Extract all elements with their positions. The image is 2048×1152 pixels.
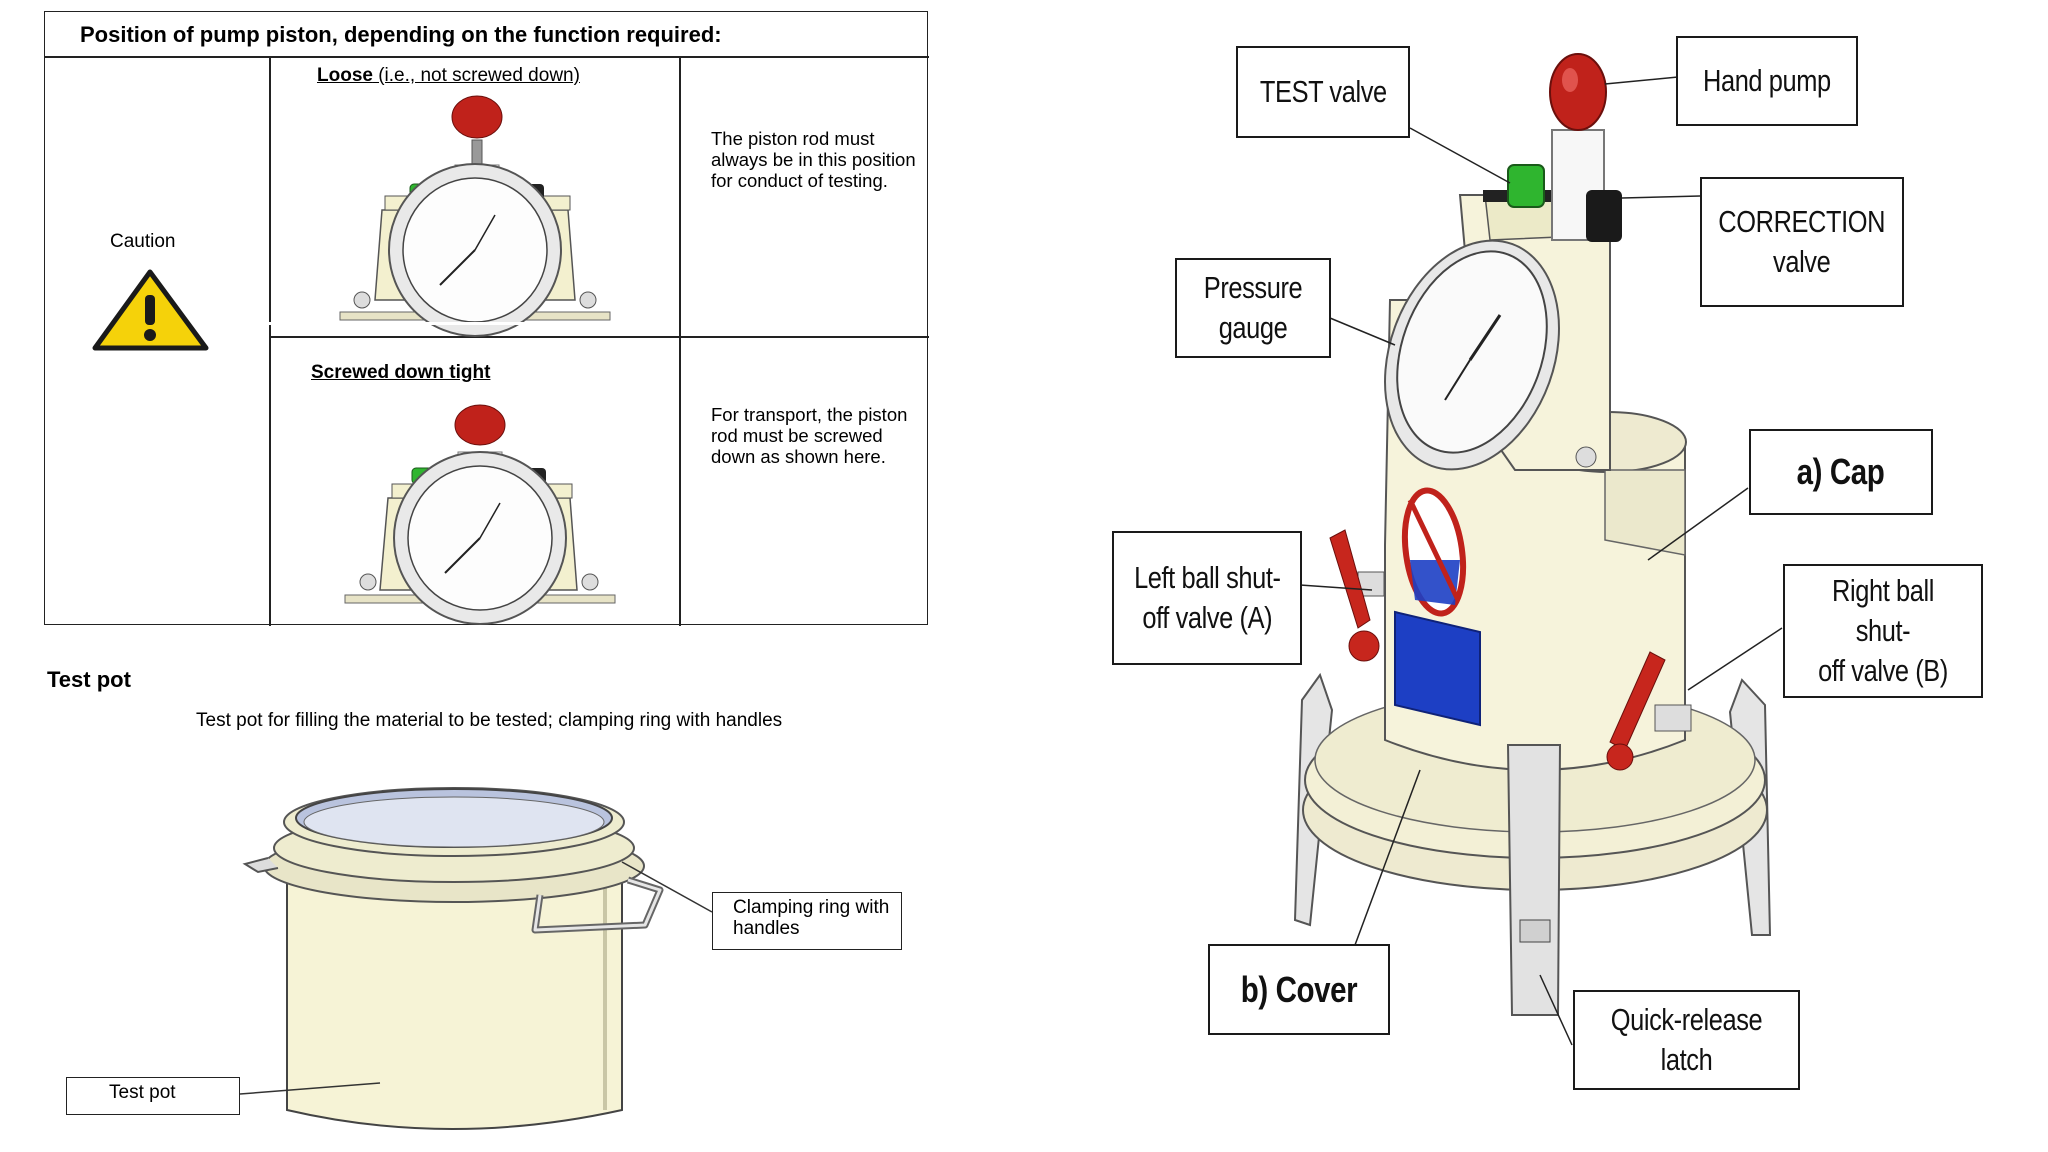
test-pot-label: Test pot	[66, 1077, 240, 1115]
cap-label: a) Cap	[1749, 429, 1933, 515]
left-ball-valve-label: Left ball shut- off valve (A)	[1112, 531, 1302, 665]
row-tight-title: Screwed down tight	[311, 362, 491, 383]
test-pot-heading: Test pot	[47, 667, 131, 692]
right-ball-valve-label: Right ball shut- off valve (B)	[1783, 564, 1983, 698]
test-pot-description: Test pot for filling the material to be …	[196, 710, 783, 731]
row-tight-note: For transport, the piston rod must be sc…	[711, 404, 908, 467]
row-loose-note: The piston rod must always be in this po…	[711, 128, 916, 191]
table-title: Position of pump piston, depending on th…	[80, 22, 722, 47]
test-valve-label: TEST valve	[1236, 46, 1410, 138]
row-loose-title: Loose (i.e., not screwed down)	[317, 65, 580, 86]
quick-release-latch-label: Quick-release latch	[1573, 990, 1800, 1090]
pressure-gauge-label: Pressure gauge	[1175, 258, 1331, 358]
hand-pump-label: Hand pump	[1676, 36, 1858, 126]
clamping-ring-label: Clamping ring with handles	[712, 892, 902, 950]
cover-label: b) Cover	[1208, 944, 1390, 1035]
test-pot-illustration	[239, 787, 713, 1130]
caution-label: Caution	[110, 231, 176, 252]
correction-valve-label: CORRECTION valve	[1700, 177, 1904, 307]
piston-position-table	[44, 11, 929, 626]
